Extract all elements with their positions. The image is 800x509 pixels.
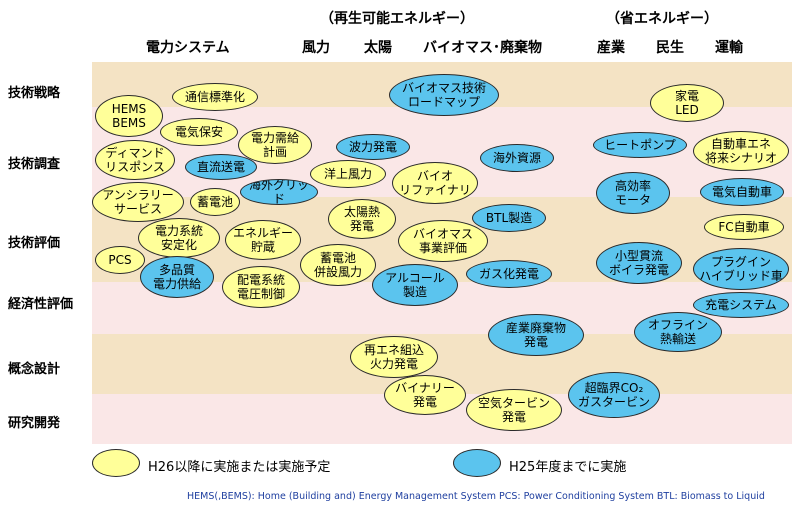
bubble-storage-battery: 蓄電池	[190, 188, 240, 216]
bubble-multi-quality-power: 多品質 電力供給	[140, 256, 214, 298]
bubble-hems-bems: HEMS BEMS	[95, 95, 163, 137]
column-solar: 太陽	[364, 40, 392, 56]
column-power-system: 電力システム	[146, 40, 230, 56]
bubble-power-supply-plan: 電力需給 計画	[238, 126, 312, 164]
bubble-electric-vehicle: 電気自動車	[700, 178, 784, 206]
footnote-abbreviations: HEMS(,BEMS): Home (Building and) Energy …	[187, 491, 765, 502]
bubble-industrial-waste-power: 産業廃棄物 発電	[488, 314, 584, 356]
bubble-offshore-wind: 洋上風力	[310, 160, 386, 188]
bubble-communication-standard: 通信標準化	[172, 83, 258, 111]
bubble-energy-storage: エネルギー 貯蔵	[225, 220, 301, 260]
row-label-economic: 経済性評価	[8, 297, 74, 312]
bubble-air-turbine-power: 空気タービン 発電	[466, 389, 562, 431]
column-transport: 運輸	[715, 40, 743, 56]
column-wind: 風力	[302, 40, 330, 56]
bubble-gasification-power: ガス化発電	[466, 260, 552, 288]
bubble-offline-heat-transport: オフライン 熱輸送	[634, 312, 722, 352]
bubble-fc-vehicle: FC自動車	[704, 214, 784, 240]
bubble-battery-wind: 蓄電池 併設風力	[300, 244, 376, 286]
bubble-demand-response: ディマンド リスポンス	[95, 140, 175, 180]
row-label-evaluation: 技術評価	[8, 236, 61, 251]
bubble-binary-power: バイナリー 発電	[384, 375, 466, 415]
legend-swatch-planned	[92, 449, 140, 477]
column-biomass: バイオマス･廃棄物	[423, 40, 542, 56]
bubble-bio-refinery: バイオ リファイナリ	[392, 162, 478, 204]
bubble-charging-system: 充電システム	[693, 292, 789, 318]
bubble-electric-safety: 電気保安	[160, 118, 238, 146]
bubble-overseas-grid: 海外グリッド	[240, 179, 318, 205]
header-renewable: （再生可能エネルギー）	[320, 11, 474, 27]
bubble-supercritical-co2-turbine: 超臨界CO₂ ガスタービン	[568, 372, 660, 418]
row-label-survey: 技術調査	[8, 157, 61, 172]
bubble-biomass-roadmap: バイオマス技術 ロードマップ	[389, 74, 499, 116]
bubble-appliance-led: 家電 LED	[650, 84, 724, 122]
bubble-distribution-voltage-control: 配電系統 電圧制御	[222, 266, 300, 308]
bubble-small-boiler-power: 小型貫流 ボイラ発電	[596, 242, 682, 284]
column-industry: 産業	[597, 40, 625, 56]
bubble-btl-production: BTL製造	[472, 204, 546, 232]
bubble-solar-thermal: 太陽熱 発電	[328, 199, 396, 239]
bubble-dc-transmission: 直流送電	[185, 154, 257, 180]
bubble-wave-power: 波力発電	[336, 134, 410, 160]
bubble-heat-pump: ヒートポンプ	[593, 132, 687, 158]
bubble-pcs: PCS	[95, 246, 145, 274]
row-label-concept: 概念設計	[8, 362, 61, 377]
bubble-plugin-hybrid: プラグイン ハイブリッド車	[693, 248, 789, 290]
legend-label-planned: H26以降に実施または実施予定	[148, 460, 331, 475]
bubble-alcohol-production: アルコール 製造	[372, 264, 458, 306]
row-label-research: 研究開発	[8, 416, 61, 431]
bubble-grid-stabilization: 電力系統 安定化	[138, 218, 220, 258]
bubble-ancillary-service: アンシラリー サービス	[92, 182, 184, 222]
bubble-biomass-business-eval: バイオマス 事業評価	[398, 220, 488, 262]
bubble-high-efficiency-motor: 高効率 モータ	[596, 172, 670, 214]
column-residential: 民生	[656, 40, 684, 56]
header-energy-saving: （省エネルギー）	[606, 11, 718, 27]
bubble-vehicle-energy-scenario: 自動車エネ 将来シナリオ	[693, 131, 789, 171]
bubble-overseas-resources: 海外資源	[480, 144, 554, 172]
bubble-renewable-thermal-power: 再エネ組込 火力発電	[350, 336, 438, 378]
legend-label-done: H25年度までに実施	[509, 460, 627, 475]
row-label-strategy: 技術戦略	[8, 86, 61, 101]
legend-swatch-done	[453, 449, 501, 477]
